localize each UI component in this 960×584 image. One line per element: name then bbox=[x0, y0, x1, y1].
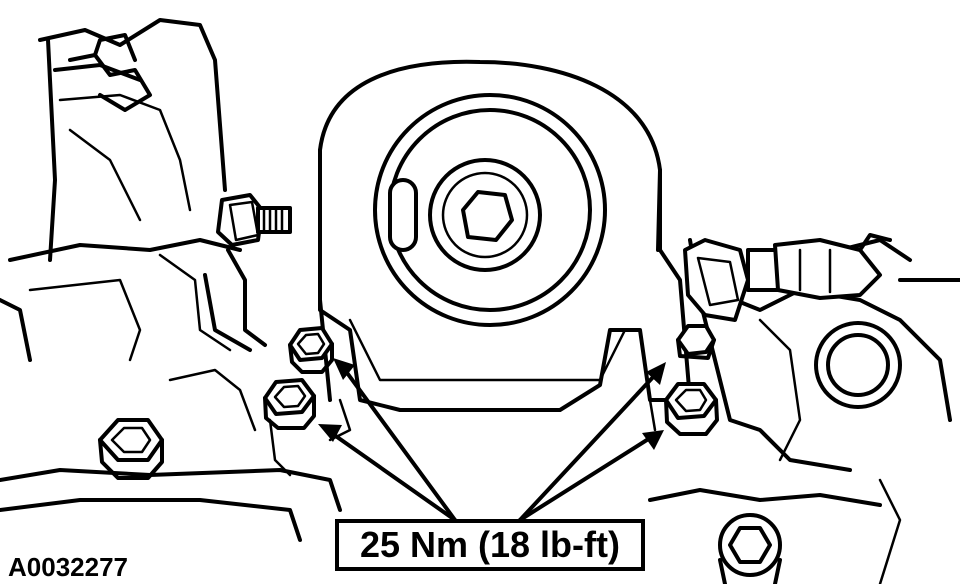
leader-arrow-icon bbox=[333, 358, 355, 380]
flange-bolt-upper-left bbox=[288, 326, 334, 374]
flange-bolt-upper-right bbox=[676, 324, 716, 360]
leader-arrows bbox=[318, 358, 666, 522]
transmission-mount bbox=[318, 59, 692, 442]
stud-and-nut bbox=[216, 193, 292, 247]
bolt-bottom-right bbox=[718, 513, 782, 584]
figure-id-label: A0032277 bbox=[8, 552, 128, 582]
electrical-connector bbox=[683, 233, 892, 322]
bolt-bottom-left bbox=[98, 418, 164, 480]
flange-bolt-lower-left bbox=[263, 378, 316, 430]
base-plate bbox=[0, 418, 902, 584]
bracket-arm bbox=[168, 248, 267, 432]
leader-arrow-icon bbox=[642, 430, 664, 450]
torque-callout: 25 Nm (18 lb-ft) bbox=[335, 519, 645, 571]
flange-bolt-lower-right bbox=[664, 382, 719, 436]
leader-arrow-icon bbox=[646, 362, 666, 385]
leader-arrow-icon bbox=[318, 424, 342, 442]
hose-left bbox=[68, 33, 152, 112]
